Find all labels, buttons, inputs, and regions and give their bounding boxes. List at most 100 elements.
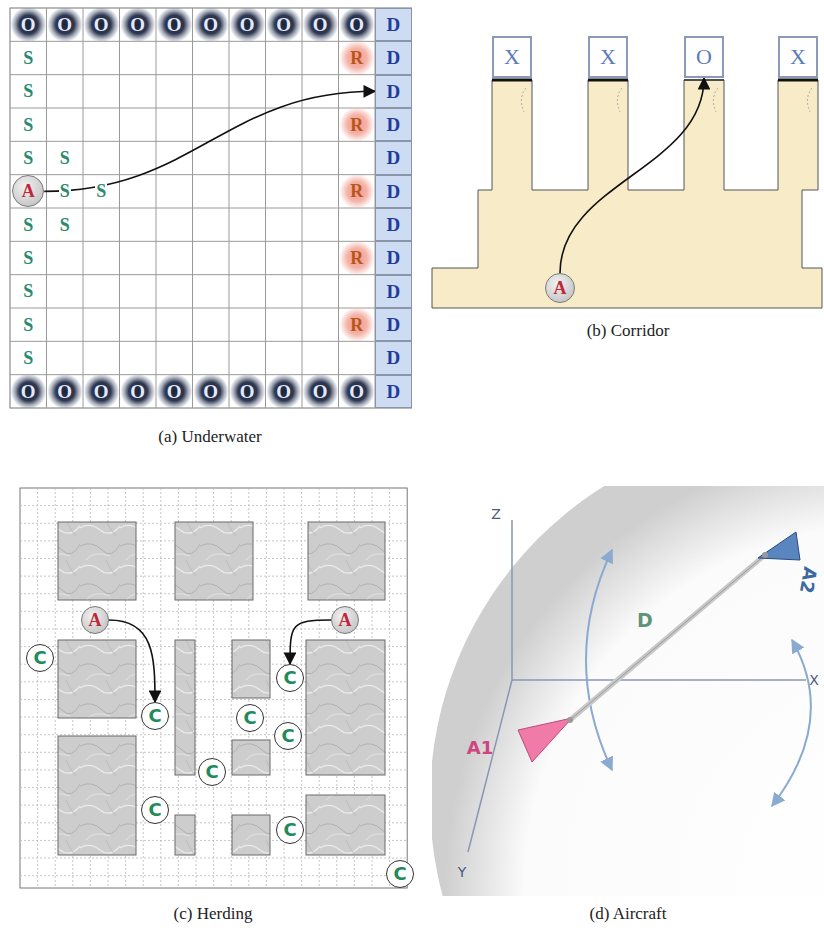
door-box: X bbox=[492, 36, 532, 78]
node-text: R bbox=[350, 316, 363, 334]
node-text: O bbox=[167, 382, 182, 401]
node-text: D bbox=[386, 315, 400, 334]
node-text: A bbox=[339, 611, 352, 629]
agent-circle: A bbox=[331, 606, 359, 634]
path-arrow bbox=[560, 78, 704, 273]
reward-cell: R bbox=[339, 308, 376, 341]
obstacle-cell: O bbox=[229, 375, 266, 408]
node-text: D bbox=[386, 248, 400, 267]
drawing-part bbox=[58, 522, 136, 600]
cattle-circle: C bbox=[276, 816, 304, 844]
aircraft-label: A1 bbox=[467, 739, 493, 757]
sensor-letter: S bbox=[59, 216, 71, 234]
agent-circle: A bbox=[545, 273, 575, 303]
panel-caption: (c) Herding bbox=[174, 905, 253, 922]
grid-line bbox=[143, 488, 144, 888]
grid-line bbox=[20, 505, 407, 506]
destination-cell: D bbox=[375, 275, 412, 308]
node-text: X bbox=[600, 46, 616, 68]
drawing-part bbox=[308, 522, 385, 600]
destination-cell: D bbox=[375, 241, 412, 274]
agent-circle: A bbox=[81, 606, 109, 634]
obstacle-cell: O bbox=[83, 8, 120, 41]
obstacle-cell: O bbox=[120, 375, 157, 408]
drawing-part bbox=[432, 486, 824, 896]
destination-cell: D bbox=[375, 8, 412, 41]
node-text: D bbox=[386, 382, 400, 401]
grid-line bbox=[389, 488, 390, 888]
node-text: O bbox=[276, 382, 291, 401]
node-text: D bbox=[386, 182, 400, 201]
node-text: R bbox=[350, 249, 363, 267]
drawing-part bbox=[175, 640, 195, 775]
destination-cell: D bbox=[375, 208, 412, 241]
node-text: O bbox=[349, 382, 364, 401]
path-arrow bbox=[44, 91, 375, 191]
node-text: R bbox=[350, 182, 363, 200]
obstacle-cell: O bbox=[47, 8, 84, 41]
node-text: O bbox=[276, 15, 291, 34]
node-text: O bbox=[696, 46, 712, 68]
obstacle-cell: O bbox=[156, 375, 193, 408]
sensor-letter: S bbox=[22, 349, 34, 367]
sensor-letter: S bbox=[22, 282, 34, 300]
drawing-part bbox=[570, 555, 765, 720]
obstacle-cell: O bbox=[266, 375, 303, 408]
cattle-circle: C bbox=[141, 702, 169, 730]
node-text: R bbox=[350, 116, 363, 134]
reward-cell: R bbox=[339, 108, 376, 141]
node-text: O bbox=[313, 15, 328, 34]
node-text: C bbox=[283, 821, 296, 839]
node-text: A bbox=[22, 182, 35, 200]
node-text: C bbox=[283, 669, 296, 687]
axis-label: X bbox=[809, 673, 819, 687]
drawing-part bbox=[232, 740, 270, 775]
door-box: X bbox=[588, 36, 628, 78]
sensor-letter: S bbox=[95, 182, 107, 200]
path-arrow bbox=[109, 620, 155, 702]
destination-cell: D bbox=[375, 41, 412, 74]
aircraft-scene bbox=[432, 486, 824, 896]
node-text: C bbox=[243, 709, 256, 727]
distance-label: D bbox=[637, 611, 653, 630]
node-text: O bbox=[94, 15, 109, 34]
drawing-part bbox=[468, 520, 806, 852]
obstacle-cell: O bbox=[302, 8, 339, 41]
destination-cell: D bbox=[375, 308, 412, 341]
path-arrow bbox=[290, 620, 331, 664]
destination-cell: D bbox=[375, 375, 412, 408]
obstacle-cell: O bbox=[193, 375, 230, 408]
node-text: O bbox=[240, 15, 255, 34]
axis-label: Y bbox=[458, 865, 467, 879]
node-text: A bbox=[89, 611, 102, 629]
cattle-circle: C bbox=[198, 758, 226, 786]
obstacle-cell: O bbox=[193, 8, 230, 41]
panel-caption: (b) Corridor bbox=[587, 322, 670, 339]
reward-cell: R bbox=[339, 41, 376, 74]
node-text: O bbox=[313, 382, 328, 401]
cattle-circle: C bbox=[141, 796, 169, 824]
node-text: O bbox=[167, 15, 182, 34]
node-text: O bbox=[21, 382, 36, 401]
node-text: C bbox=[205, 763, 218, 781]
grid-line bbox=[20, 858, 407, 859]
grid-line bbox=[37, 488, 38, 888]
sensor-letter: S bbox=[59, 182, 71, 200]
drawing-part bbox=[58, 736, 136, 855]
drawing-part bbox=[20, 488, 407, 888]
drawing-part bbox=[175, 522, 253, 600]
cattle-circle: C bbox=[386, 860, 414, 888]
node-text: D bbox=[386, 215, 400, 234]
sensor-letter: S bbox=[22, 216, 34, 234]
sensor-letter: S bbox=[59, 149, 71, 167]
destination-cell: D bbox=[375, 175, 412, 208]
node-text: O bbox=[57, 382, 72, 401]
node-text: D bbox=[386, 115, 400, 134]
axis-label: Z bbox=[491, 507, 501, 521]
node-text: C bbox=[33, 649, 46, 667]
drawing-part bbox=[232, 640, 270, 698]
obstacle-cell: O bbox=[339, 375, 376, 408]
node-text: X bbox=[790, 46, 806, 68]
cattle-circle: C bbox=[236, 704, 264, 732]
